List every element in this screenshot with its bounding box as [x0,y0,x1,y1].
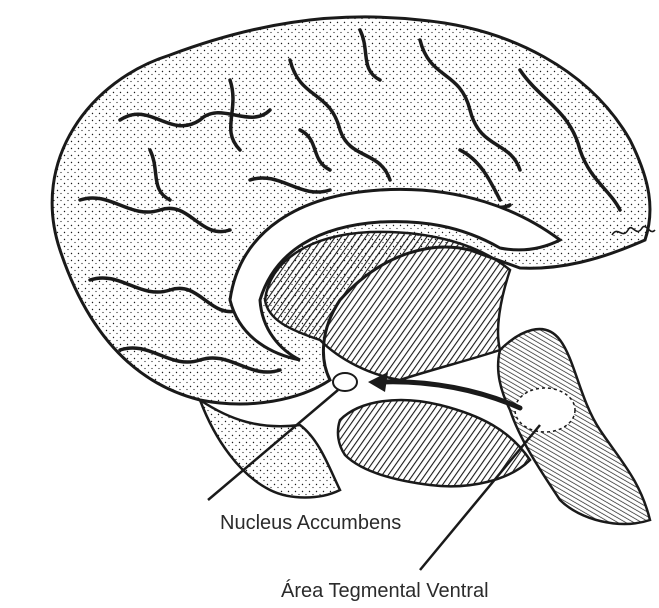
vta-region [515,388,575,432]
brainstem [498,329,650,524]
nucleus-accumbens-region [333,373,357,391]
nucleus-accumbens-label: Nucleus Accumbens [220,512,401,535]
vta-label: Área Tegmental Ventral [281,580,489,603]
